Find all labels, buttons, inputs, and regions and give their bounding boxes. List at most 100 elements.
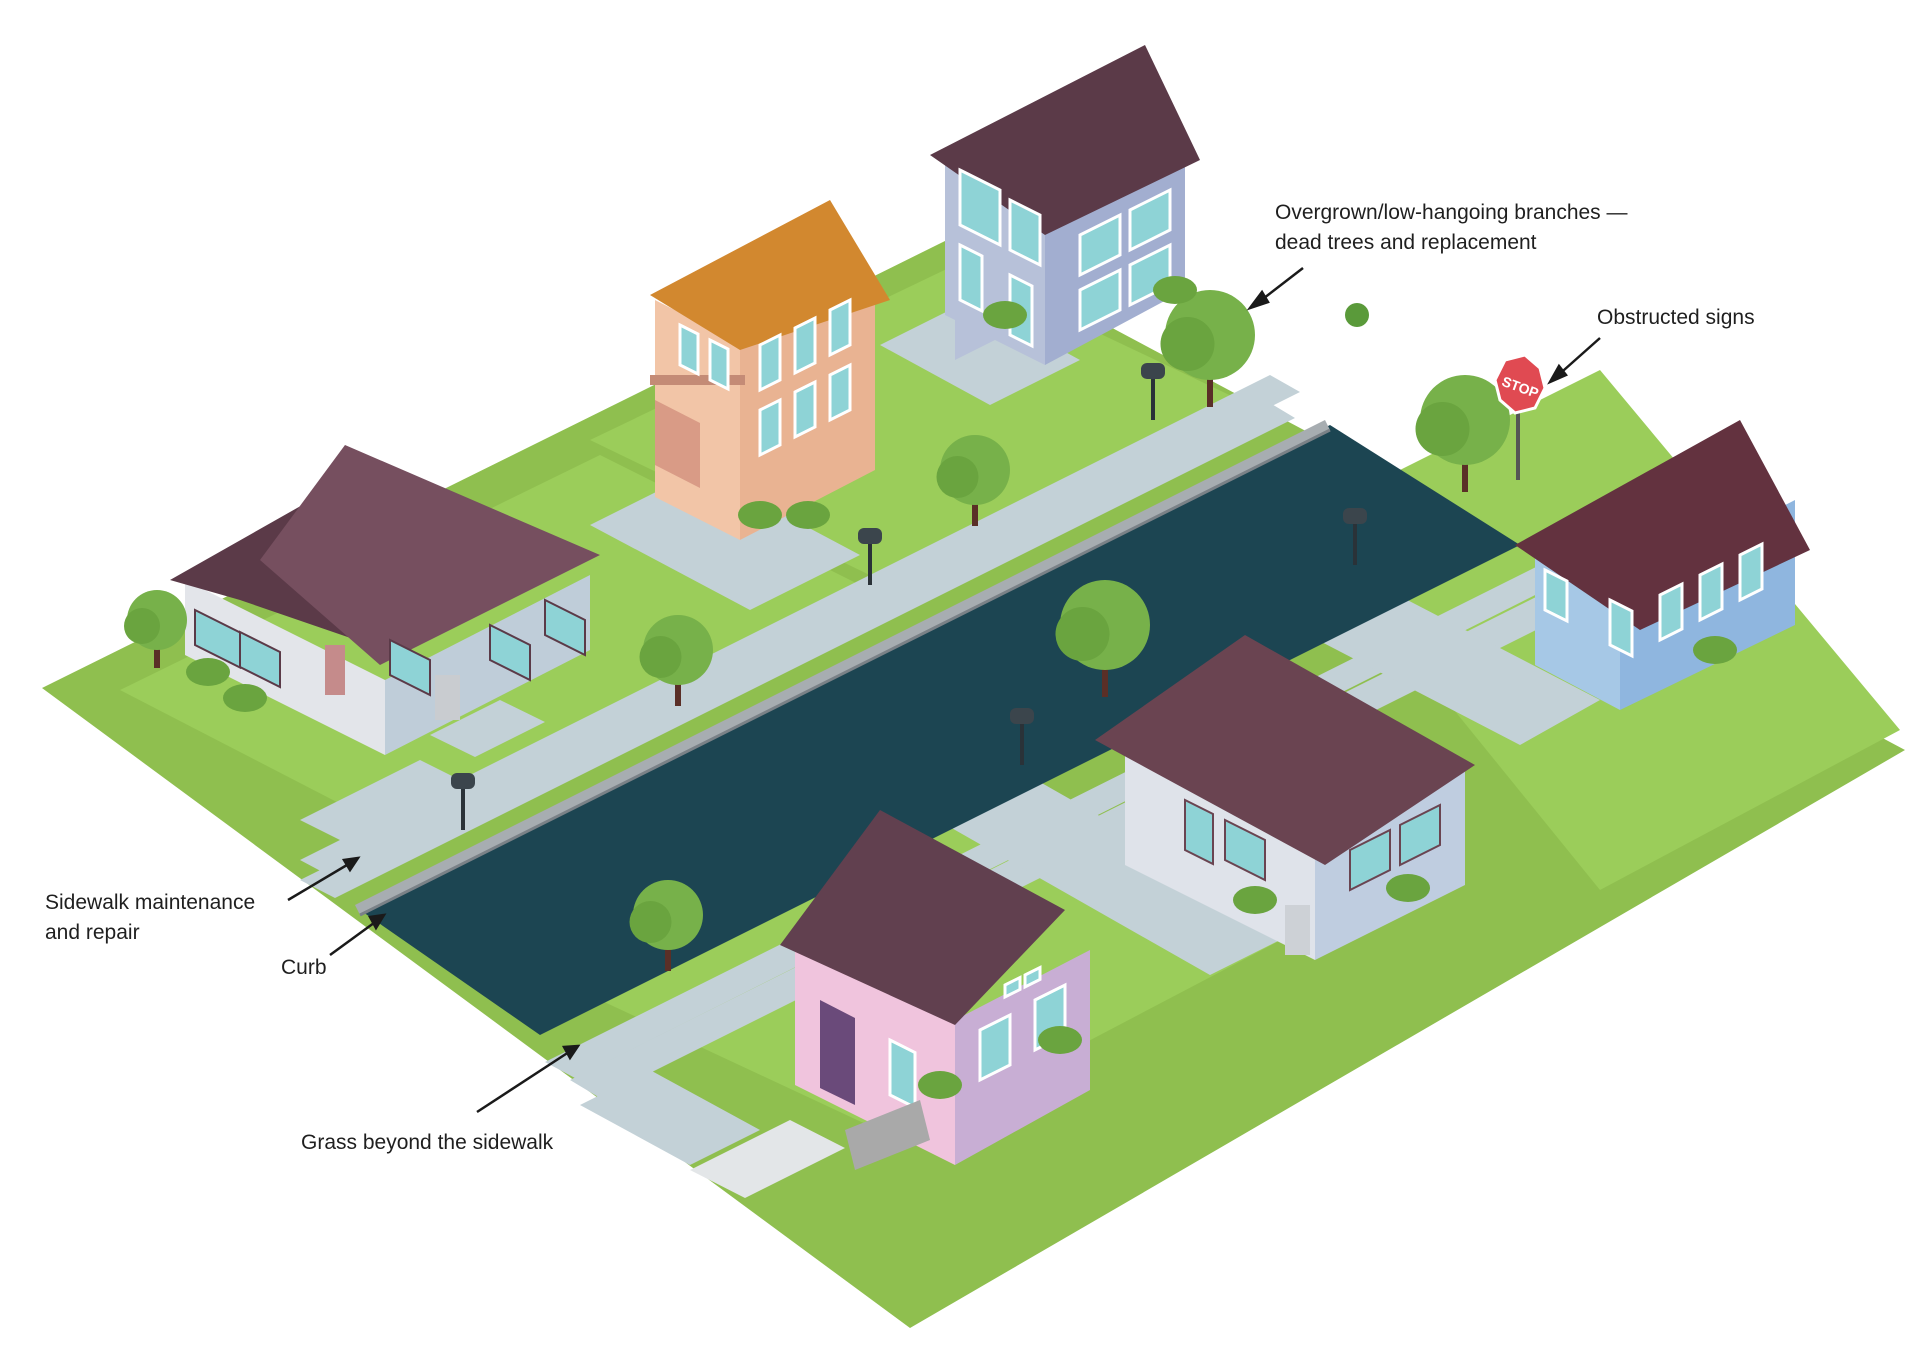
bush-4 (186, 658, 230, 686)
bush-8 (1693, 636, 1737, 664)
walkway-left (430, 700, 545, 757)
lavender-window-2 (958, 242, 984, 314)
tree-left-street (639, 615, 713, 706)
grey-window-0 (1184, 798, 1214, 866)
tree-left-street-canopy-shade (639, 636, 682, 678)
driveway-grey-front (920, 765, 1300, 975)
arrow-grass (476, 1048, 573, 1114)
blue-roof (1515, 420, 1810, 630)
walkway-pink (580, 1070, 760, 1165)
tree-peach (936, 435, 1010, 526)
mailbox-left-box (451, 773, 475, 789)
mailbox-peach (858, 528, 882, 585)
callout-curb: Curb (281, 956, 327, 979)
mailbox-middle-box (1010, 708, 1034, 724)
bungalow-roof-main (260, 445, 600, 665)
bush-10 (1038, 1026, 1082, 1054)
tree-front-left-canopy-shade (629, 901, 672, 943)
mailbox-left (451, 773, 475, 830)
stop-sign-octagon (1493, 353, 1547, 415)
peach-balcony (650, 375, 745, 385)
peach-window-6 (793, 379, 817, 440)
curb (355, 420, 1330, 915)
peach-window-4 (828, 297, 852, 358)
bungalow-front (185, 580, 385, 755)
bungalow-window-4 (489, 623, 531, 682)
pink-window-3 (1003, 975, 1022, 1000)
lavender-side-window-0 (1078, 212, 1122, 278)
lavender-side-window-1 (1128, 187, 1172, 253)
grey-window-3 (1399, 803, 1441, 867)
arrow-curb (329, 918, 379, 957)
driveway-left (300, 760, 500, 860)
mailbox-lavender-box (1141, 363, 1165, 379)
callout-sidewalk: Sidewalk maintenance and repair (45, 891, 256, 944)
callout-arrows (287, 267, 1601, 1114)
pink-planter (845, 1100, 930, 1170)
pink-window-0 (888, 1037, 917, 1110)
bush-distant (1345, 303, 1369, 327)
tree-peach-canopy-shade (936, 456, 979, 498)
tree-stop-canopy-shade (1415, 402, 1470, 456)
props-layer (124, 276, 1737, 1099)
grey-meter (1285, 905, 1310, 955)
tree-overgrown-canopy-shade (1160, 317, 1215, 371)
grey-window-1 (1224, 818, 1266, 882)
lavender-window-0 (958, 167, 1002, 248)
arrow-signs-head (1547, 363, 1568, 385)
bush-1 (786, 501, 830, 529)
arrow-branches-head (1246, 289, 1270, 311)
bush-0 (738, 501, 782, 529)
bush-3 (1153, 276, 1197, 304)
peach-window-0 (678, 322, 700, 377)
peach-window-3 (793, 315, 817, 376)
mailbox-peach-box (858, 528, 882, 544)
peach-porch (655, 400, 700, 488)
tree-middle-canopy-shade (1055, 607, 1110, 661)
bush-6 (1233, 886, 1277, 914)
stop-sign: STOP (1493, 353, 1547, 480)
mailbox-right-box (1343, 508, 1367, 524)
bush-9 (918, 1071, 962, 1099)
path-pink-front (690, 1120, 845, 1198)
bungalow-meter (435, 675, 460, 720)
callout-grass: Grass beyond the sidewalk (301, 1131, 554, 1154)
lavender-window-1 (1008, 197, 1042, 268)
lavender-side-window-2 (1078, 267, 1122, 333)
blue-window-0 (1543, 567, 1569, 624)
tree-middle (1055, 580, 1150, 697)
arrow-sidewalk (287, 860, 353, 902)
peach-window-7 (828, 362, 852, 423)
sidewalk-main-back-strip (300, 375, 1300, 876)
peach-window-2 (758, 332, 782, 393)
bungalow-window-1 (239, 630, 281, 689)
driveway-lavender (880, 300, 1080, 405)
blue-window-2 (1658, 581, 1684, 643)
grey-window-2 (1349, 828, 1391, 892)
tree-bungalow-canopy-shade (124, 608, 160, 644)
arrow-grass-head (561, 1044, 581, 1061)
blue-window-4 (1738, 541, 1764, 603)
tree-stop (1415, 375, 1510, 492)
bungalow-door (325, 645, 345, 695)
bungalow-window-3 (544, 598, 586, 657)
mailbox-middle (1010, 708, 1034, 765)
tree-front-left (629, 880, 703, 971)
bungalow-window-2 (389, 638, 431, 697)
tree-bungalow (124, 590, 187, 668)
arrow-curb-head (368, 913, 387, 931)
pink-roof (780, 810, 1065, 1025)
road (360, 425, 1520, 1035)
sidewalk-main-back (300, 400, 1295, 898)
driveway-peach (590, 470, 860, 610)
mailbox-right (1343, 508, 1367, 565)
peach-window-5 (758, 397, 782, 458)
curb-edge (359, 428, 1331, 917)
callout-branches: Overgrown/low-hangoing branches — dead t… (1275, 201, 1628, 254)
bush-5 (223, 684, 267, 712)
blue-window-3 (1698, 561, 1724, 623)
bush-7 (1386, 874, 1430, 902)
bush-2 (983, 301, 1027, 329)
blue-window-1 (1608, 597, 1634, 659)
